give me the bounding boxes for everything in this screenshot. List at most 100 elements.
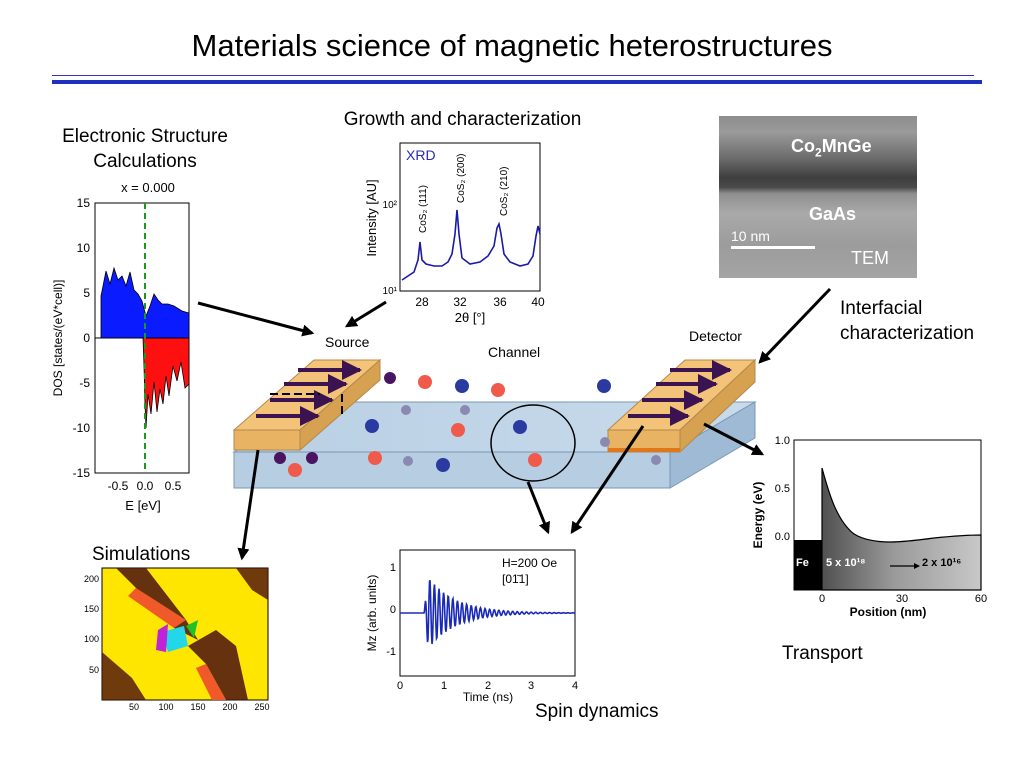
spin-xtick: 3 [528,680,534,692]
simulation-xtick: 200 [222,702,237,712]
transport-xtick: 60 [975,593,987,605]
tem-scale-label: 10 nm [731,228,770,244]
carrier-spin [384,372,396,384]
caption-electronic-structure: Electronic Structure Calculations [30,124,260,174]
transport-ytick: 0.5 [775,483,790,495]
xrd-legend: XRD [406,147,436,163]
carrier-spin [274,452,286,464]
arrow-dos-to-source [197,301,315,337]
dos-header: x = 0.000 [121,180,175,195]
arrow-tem-to-detector [758,287,832,364]
carrier-spin [455,379,469,393]
tem-scale-bar [731,246,815,249]
tem-gaas-label: GaAs [809,204,857,224]
transport-doping2: 2 x 10¹⁶ [922,557,961,569]
detector-contact-side [679,358,756,454]
spin-xtick: 4 [572,680,578,692]
caption-electronic-line1: Electronic Structure [62,126,228,147]
spin-dynamics-plot: H=200 Oe [01̄1] 1 0 -1 0 1 2 3 4 Time (n… [365,549,578,704]
transport-yticks: 1.0 0.5 0.0 [775,435,790,543]
spin-legend-direction: [01̄1] [502,572,529,586]
carrier-spin [597,379,611,393]
simulation-domain-wall [236,568,268,600]
simulation-domain-wall [102,652,146,700]
dos-ytick: -10 [73,421,91,435]
tem-top-layer-label: Co2MnGe [791,136,872,160]
simulation-ytick: 50 [89,665,99,675]
carrier-electron [491,383,505,397]
carrier-electron [368,451,382,465]
transport-fe-label: Fe [796,557,809,569]
xrd-xlabel: 2θ [°] [455,310,486,325]
carrier-spin [436,458,450,472]
carrier-spin [651,455,661,465]
simulation-yticks: 200 150 100 50 [84,574,99,675]
carrier-spin [403,456,413,466]
simulation-ytick: 150 [84,604,99,614]
spin-xtick: 1 [441,680,447,692]
simulation-vortex [162,626,188,652]
source-dashed-outline [270,393,343,414]
simulation-vortex [186,620,198,638]
simulation-xtick: 250 [254,702,269,712]
xrd-peak-label: CoS₂ (210) [499,167,510,216]
tem-top-layer-sub: 2 [815,145,822,160]
xrd-xtick: 28 [415,295,429,309]
transport-xticks: 0 30 60 [819,593,987,605]
xrd-curve [401,209,541,281]
spin-yticks: 1 0 -1 [386,562,396,658]
spin-curve [400,579,576,645]
xrd-xtick: 36 [493,295,507,309]
dos-up-area [100,266,190,339]
transport-ylabel: Energy (eV) [751,482,765,549]
dos-ylabel: DOS [states/(eV*cell)] [51,280,65,397]
spin-ytick: 1 [390,562,396,574]
carrier-spin [401,405,411,415]
transport-doping1: 5 x 10¹⁸ [826,557,865,569]
simulation-xtick: 100 [158,702,173,712]
carrier-spin [600,437,610,447]
dos-yticks: 15 10 5 0 -5 -10 -15 [73,196,91,480]
dos-ytick: -5 [79,376,90,390]
carrier-spin [513,420,527,434]
dos-xtick: 0.5 [165,479,182,493]
page-title: Materials science of magnetic heterostru… [191,28,833,63]
transport-band-area [821,467,982,591]
spin-xticks: 0 1 2 3 4 [397,680,578,692]
dos-ytick: -15 [73,466,91,480]
simulation-canvas: 200 150 100 50 50 100 150 200 250 [84,567,270,712]
source-magnetization-arrows [256,360,362,426]
title-rule-thin [52,75,974,76]
tem-label: TEM [851,248,889,268]
spin-xtick: 0 [397,680,403,692]
caption-transport: Transport [782,643,863,664]
simulation-xticks: 50 100 150 200 250 [129,702,270,712]
tem-top-layer-rest: MnGe [821,136,872,156]
caption-simulations: Simulations [92,544,191,565]
transport-plot: Fe 5 x 10¹⁸ 2 x 10¹⁶ 1.0 0.5 0.0 0 30 60… [751,435,987,619]
dos-ytick: 10 [77,241,91,255]
spin-xtick: 2 [485,680,491,692]
title-rule-thick [52,80,982,84]
xrd-xticks: 28 32 36 40 [415,295,545,309]
caption-interfacial: Interfacial characterization [840,296,1010,346]
device-schematic: Source Channel Detector [232,330,757,489]
spin-ytick: -1 [386,646,396,658]
carrier-spin [460,405,470,415]
simulation-ytick: 100 [84,634,99,644]
transport-xlabel: Position (nm) [850,605,927,619]
dos-plot: x = 0.000 15 10 5 0 -5 -10 -15 -0.5 0.0 … [51,180,190,513]
carrier-electron [451,423,465,437]
simulation-plot: 200 150 100 50 50 100 150 200 250 [76,560,276,712]
source-contact-side [299,358,381,452]
spin-ylabel: Mz (arb. units) [365,575,379,652]
source-label: Source [325,334,370,350]
tem-top-layer-text: Co [791,136,815,156]
simulation-domain [196,664,226,700]
xrd-plot: XRD CoS₂ (111) CoS₂ (200) CoS₂ (210) 10²… [364,142,545,325]
detector-label: Detector [689,330,742,344]
caption-spin-dynamics: Spin dynamics [535,701,659,722]
caption-interfacial-line2: characterization [840,323,975,344]
transport-xtick: 0 [819,593,825,605]
dos-ytick: 5 [83,286,90,300]
